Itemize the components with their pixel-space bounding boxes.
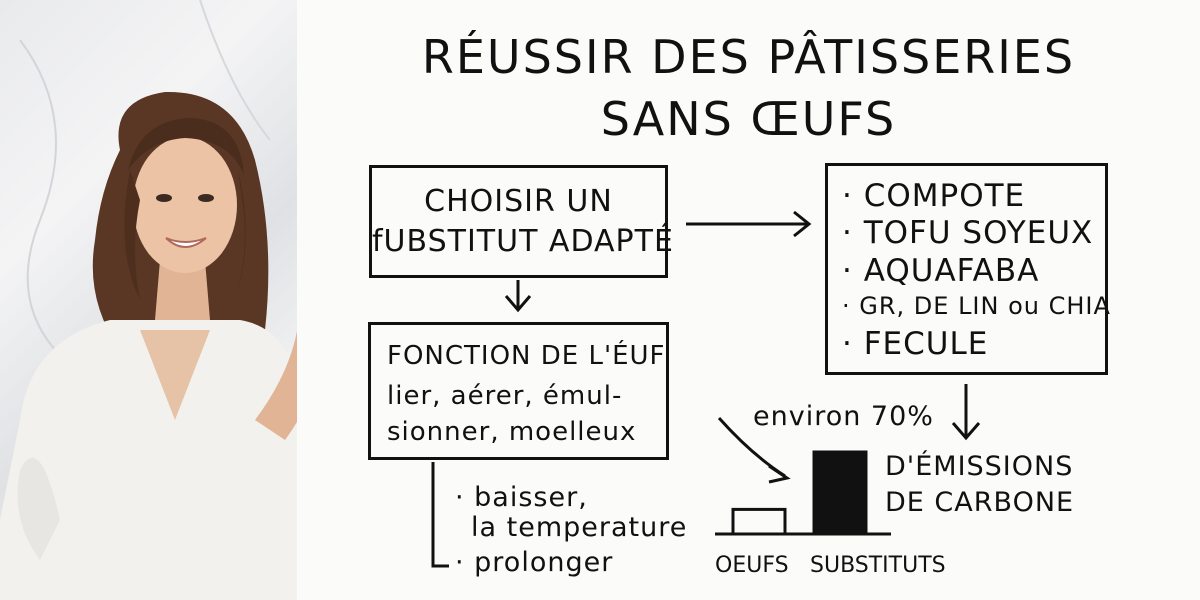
- title-line-1: RÉUSSIR DES PÂTISSERIES: [421, 30, 1076, 84]
- curved-arrow-line: [717, 417, 786, 478]
- percent-note: environ 70%: [753, 401, 934, 432]
- emissions-line-2: DE CARBONE: [885, 487, 1075, 518]
- tips-bracket: [431, 462, 449, 568]
- substitute-item: · COMPOTE: [842, 178, 1026, 214]
- tip-1-line-2: la temperature: [471, 512, 688, 543]
- substitute-item: · GR, DE LIN ou CHIA: [842, 292, 1111, 320]
- bar-label-oeufs: OEUFS: [715, 553, 789, 578]
- substitute-item: · AQUAFABA: [842, 253, 1040, 289]
- arrow-right-head: [793, 210, 812, 238]
- bar-label-substituts: SUBSTITUTS: [810, 553, 946, 578]
- infographic-board: RÉUSSIR DES PÂTISSERIES SANS ŒUFS CHOISI…: [297, 0, 1200, 600]
- egg-function-box: FONCTION DE L'ÉUF lier, aérer, émul- sio…: [368, 322, 669, 460]
- choose-line-2: fUBSTITUT ADAPTÉ: [372, 224, 674, 259]
- function-line-1: lier, aérer, émul-: [387, 381, 623, 411]
- connectors-and-chart: OEUFS SUBSTITUTS: [431, 210, 981, 578]
- title-line-2: SANS ŒUFS: [600, 92, 897, 146]
- curved-arrow-head: [768, 464, 791, 484]
- tip-1-line-1: · baisser,: [455, 482, 588, 513]
- woman-illustration: [0, 0, 297, 600]
- bar-oeufs: [731, 507, 787, 536]
- substitute-item: · FECULE: [842, 326, 989, 362]
- substitute-item: · TOFU SOYEUX: [842, 215, 1094, 251]
- substitutes-list-box: · COMPOTE · TOFU SOYEUX · AQUAFABA · GR,…: [825, 163, 1111, 375]
- choose-substitute-box: CHOISIR UN fUBSTITUT ADAPTÉ: [369, 165, 674, 278]
- function-line-2: sionner, moelleux: [387, 417, 637, 447]
- arrow-down-head: [504, 295, 532, 313]
- function-heading: FONCTION DE L'ÉUF: [387, 341, 666, 371]
- choose-line-1: CHOISIR UN: [424, 184, 613, 219]
- tip-2: · prolonger: [455, 547, 614, 578]
- bar-substituts: [812, 450, 868, 536]
- emissions-line-1: D'ÉMISSIONS: [885, 451, 1074, 482]
- arrow-down-2-head: [951, 422, 981, 441]
- woman-photo: [0, 0, 297, 600]
